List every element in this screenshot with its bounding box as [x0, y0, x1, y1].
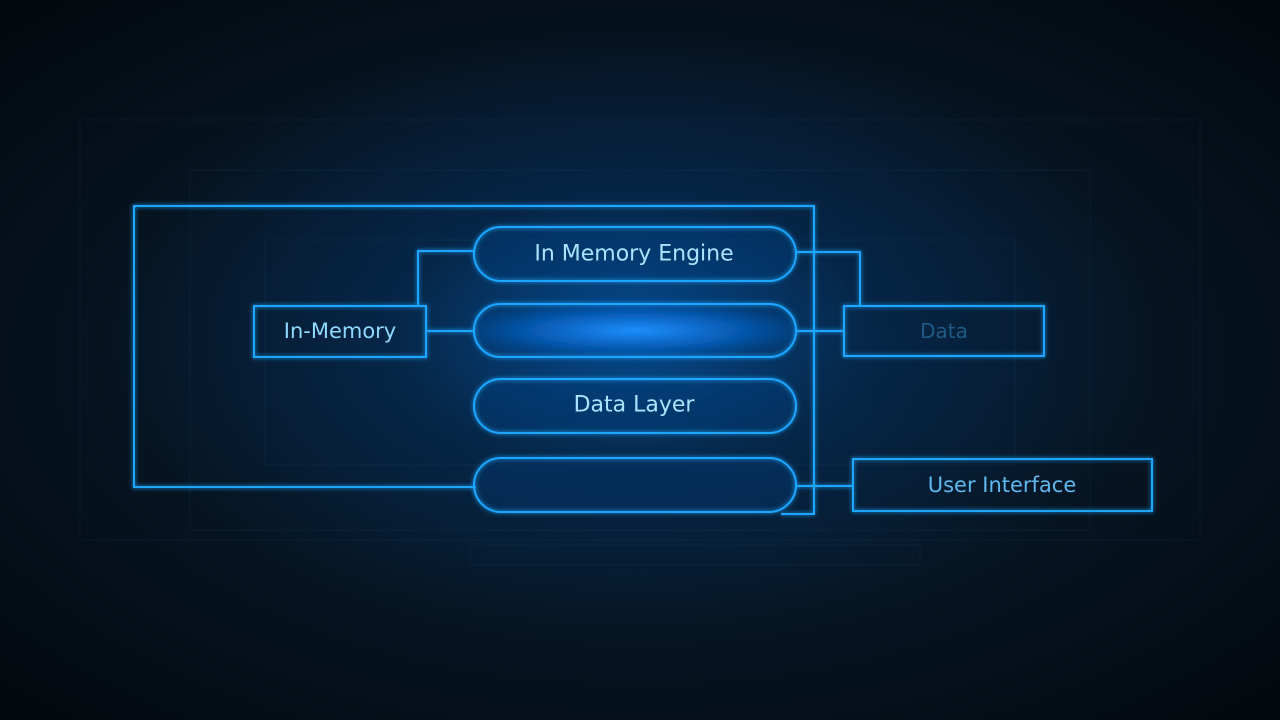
background-frames	[79, 119, 1201, 566]
data-label: Data	[920, 319, 968, 343]
data-box	[843, 305, 1045, 357]
pill-label-data-layer: Data Layer	[574, 393, 696, 418]
engine-to-data-connector	[795, 251, 861, 306]
pill-stack	[473, 226, 797, 513]
pill-in-memory-engine	[473, 226, 797, 282]
in-memory-label: In-Memory	[284, 319, 397, 343]
pill-label-in-memory-engine: In Memory Engine	[534, 242, 733, 267]
labels: In Memory Engine Data Layer In-Memory Da…	[284, 242, 1077, 498]
pill-highlighted	[473, 303, 797, 358]
user-interface-label: User Interface	[928, 473, 1077, 497]
pill-bottom	[473, 457, 797, 513]
user-interface-box	[852, 458, 1153, 512]
engine-to-in-memory-connector	[417, 250, 474, 306]
pill-data-layer	[473, 378, 797, 434]
outer-frame-connector	[133, 205, 815, 515]
